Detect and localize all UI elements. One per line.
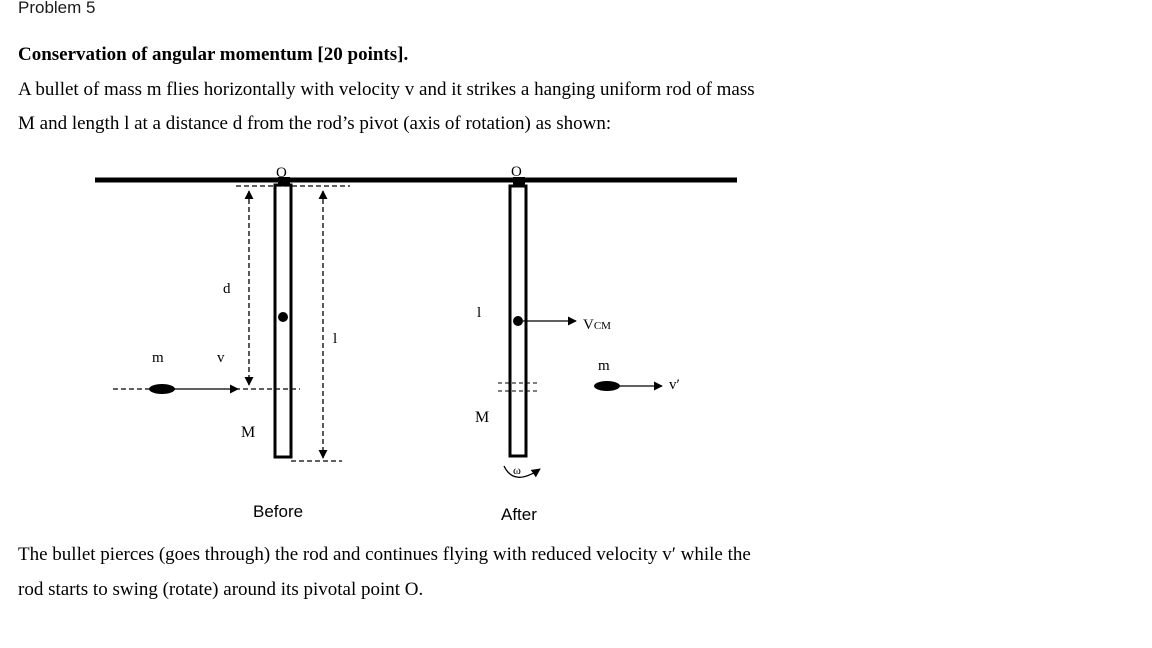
before-bullet (149, 384, 175, 394)
after-bullet-mass-label: m (598, 358, 610, 374)
after-rod-mass-label: M (475, 409, 489, 426)
after-bullet (594, 381, 620, 391)
angular-velocity-arrow (503, 465, 541, 478)
distance-d-label: d (223, 281, 231, 297)
outro-line-2: rod starts to swing (rotate) around its … (18, 579, 424, 600)
after-pivot-label: O (511, 164, 522, 180)
problem-header: Problem 5 (18, 0, 96, 17)
problem-heading: Conservation of angular momentum [20 poi… (18, 44, 409, 65)
after-diagram: O l VCM M m v′ ω After (475, 164, 680, 524)
before-velocity-label: v (217, 350, 225, 366)
after-length-label: l (477, 305, 481, 321)
before-diagram: O d l m v M Before (113, 165, 350, 521)
before-pivot (278, 177, 290, 185)
intro-line-2: M and length l at a distance d from the … (18, 113, 612, 134)
before-bullet-mass-label: m (152, 350, 164, 366)
before-rod-mass-label: M (241, 424, 255, 441)
angular-velocity-label: ω (513, 463, 521, 477)
intro-line-1: A bullet of mass m flies horizontally wi… (18, 79, 755, 100)
before-center-of-mass (278, 312, 288, 322)
before-pivot-label: O (276, 165, 287, 181)
after-velocity-label: v′ (669, 377, 680, 393)
after-pivot (513, 177, 525, 185)
after-center-of-mass (513, 316, 523, 326)
before-caption: Before (253, 502, 303, 521)
outro-line-1: The bullet pierces (goes through) the ro… (18, 544, 751, 565)
length-l-label: l (333, 331, 337, 347)
cm-velocity-label: VCM (583, 317, 611, 333)
after-caption: After (501, 505, 537, 524)
physics-diagram: O d l m v M Before O l VCM (95, 164, 737, 524)
